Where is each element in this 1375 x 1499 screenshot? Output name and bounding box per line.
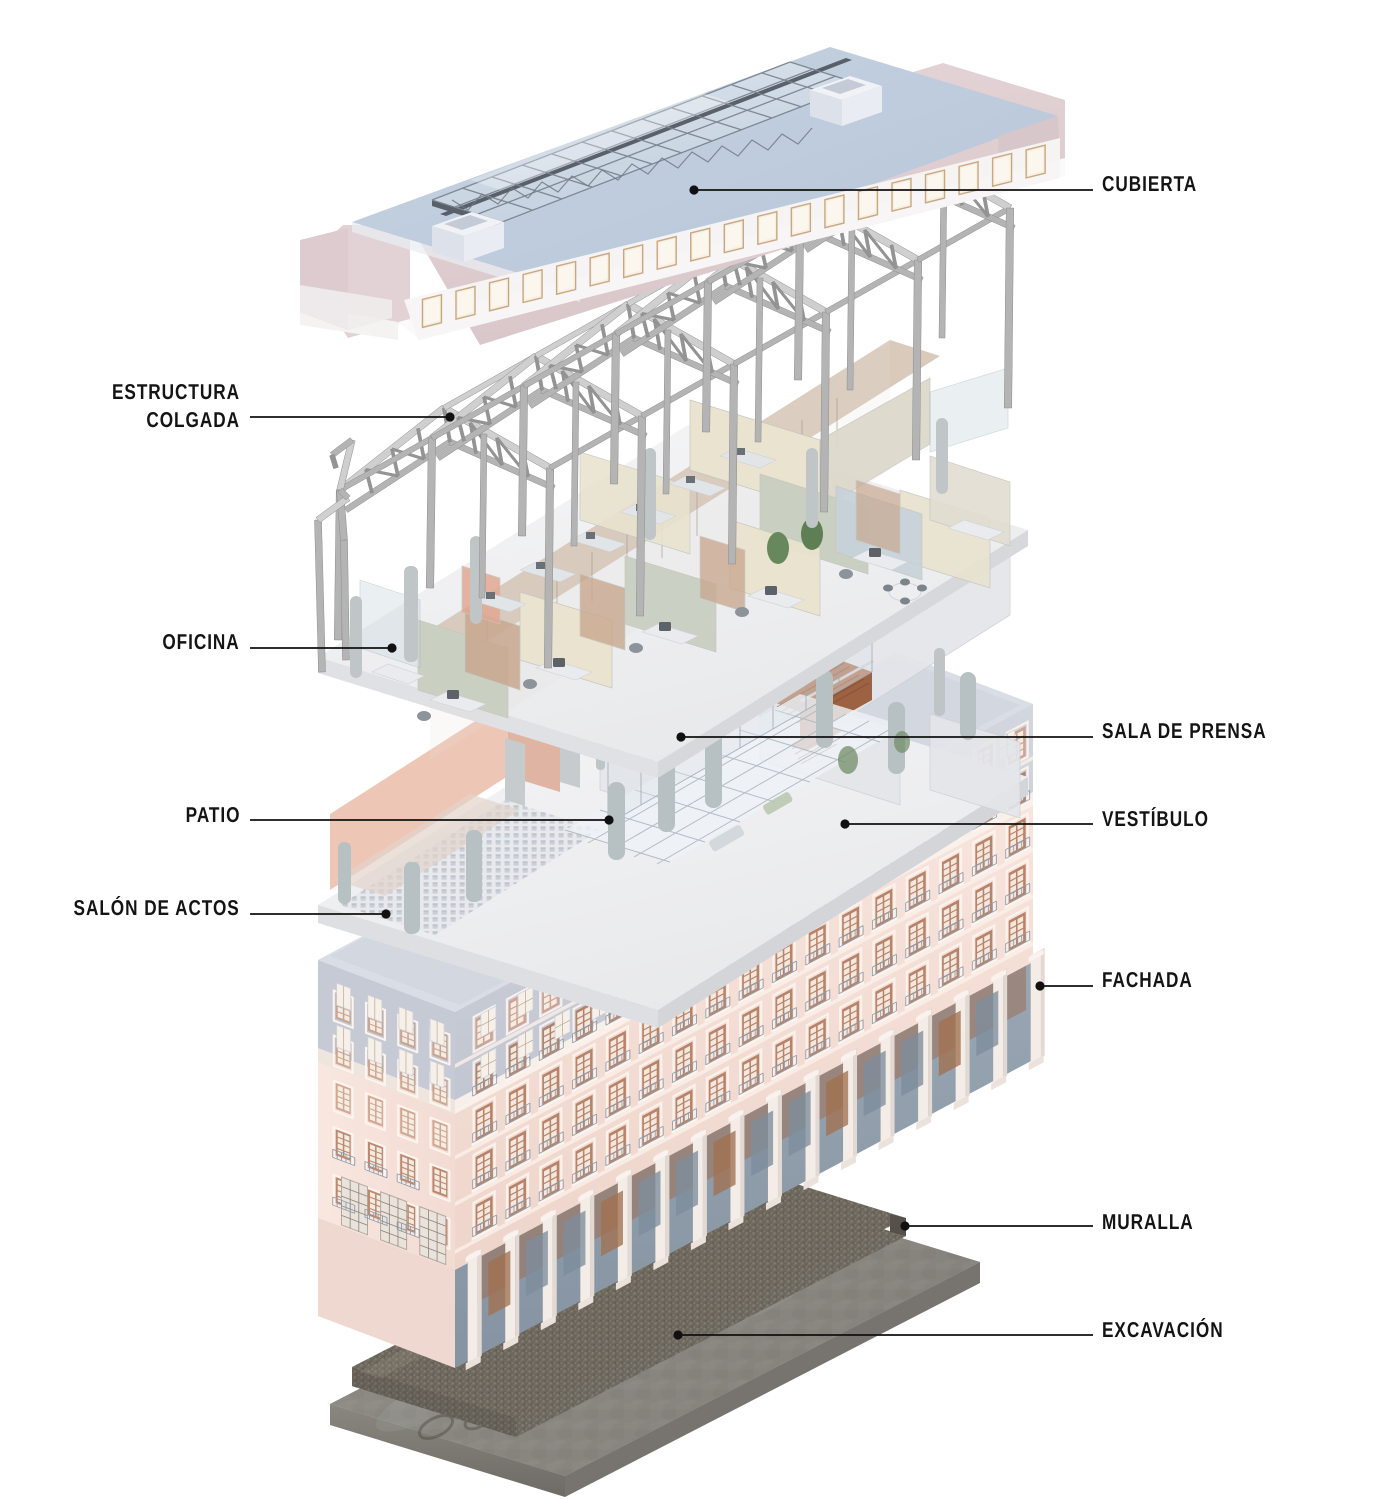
facade-balconies — [332, 789, 1031, 1241]
roof-skylight — [431, 58, 861, 228]
layer-cubierta — [300, 47, 1065, 345]
label-patio: PATIO — [185, 803, 240, 827]
label-muralla: MURALLA — [1102, 1210, 1194, 1234]
roof-chimneys — [432, 76, 882, 262]
facade-arcade-columns — [465, 947, 1045, 1371]
label-excavacion: EXCAVACIÓN — [1102, 1318, 1224, 1342]
label-fachada: FACHADA — [1102, 968, 1193, 992]
label-salon-de-actos: SALÓN DE ACTOS — [73, 896, 240, 920]
roof-dormer-windows — [421, 144, 1046, 329]
layer-oficina — [318, 340, 1028, 778]
office-ducts — [350, 418, 948, 678]
layer-excavacion — [330, 1167, 980, 1497]
facade-attic-dormers-side — [336, 982, 445, 1089]
label-oficina: OFICINA — [162, 630, 240, 654]
muralla-wall — [352, 1167, 906, 1437]
label-sala-prensa: SALA DE PRENSA — [1102, 719, 1267, 743]
label-vestibulo: VESTÍBULO — [1102, 807, 1209, 831]
label-estructura-colgada: ESTRUCTURA COLGADA — [112, 380, 240, 432]
label-cubierta: CUBIERTA — [1102, 172, 1198, 196]
leader-lines — [250, 185, 1093, 1340]
